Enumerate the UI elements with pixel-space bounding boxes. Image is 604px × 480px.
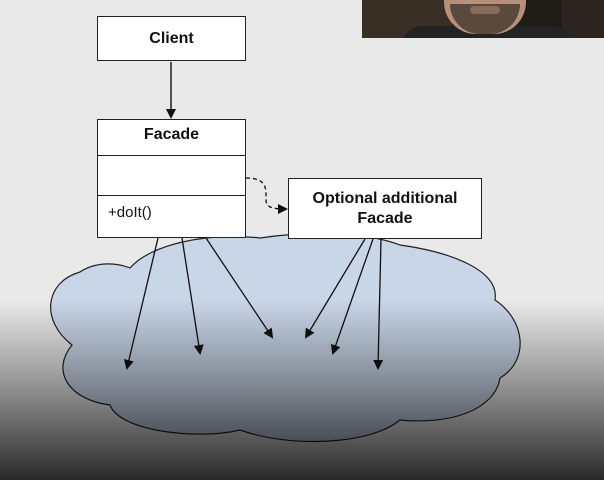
facade-label: Facade <box>98 120 245 156</box>
optional-facade-line2: Facade <box>357 209 413 227</box>
facade-to-optional-dashed-arrow <box>245 177 288 214</box>
presenter-mouth <box>470 6 500 14</box>
facade-operation: +doIt() <box>108 204 152 221</box>
presenter-webcam-overlay <box>362 0 604 38</box>
facade-attributes-compartment <box>98 156 245 196</box>
optional-facade-label: Optional additional Facade <box>313 189 458 229</box>
webcam-background-right <box>562 0 604 38</box>
client-label: Client <box>149 30 194 47</box>
facade-class-box: Facade +doIt() <box>97 119 246 238</box>
subsystem-cloud <box>50 232 521 443</box>
optional-facade-box: Optional additional Facade <box>288 178 482 239</box>
optional-facade-line1: Optional additional <box>312 189 458 207</box>
client-class-box: Client <box>97 16 246 61</box>
